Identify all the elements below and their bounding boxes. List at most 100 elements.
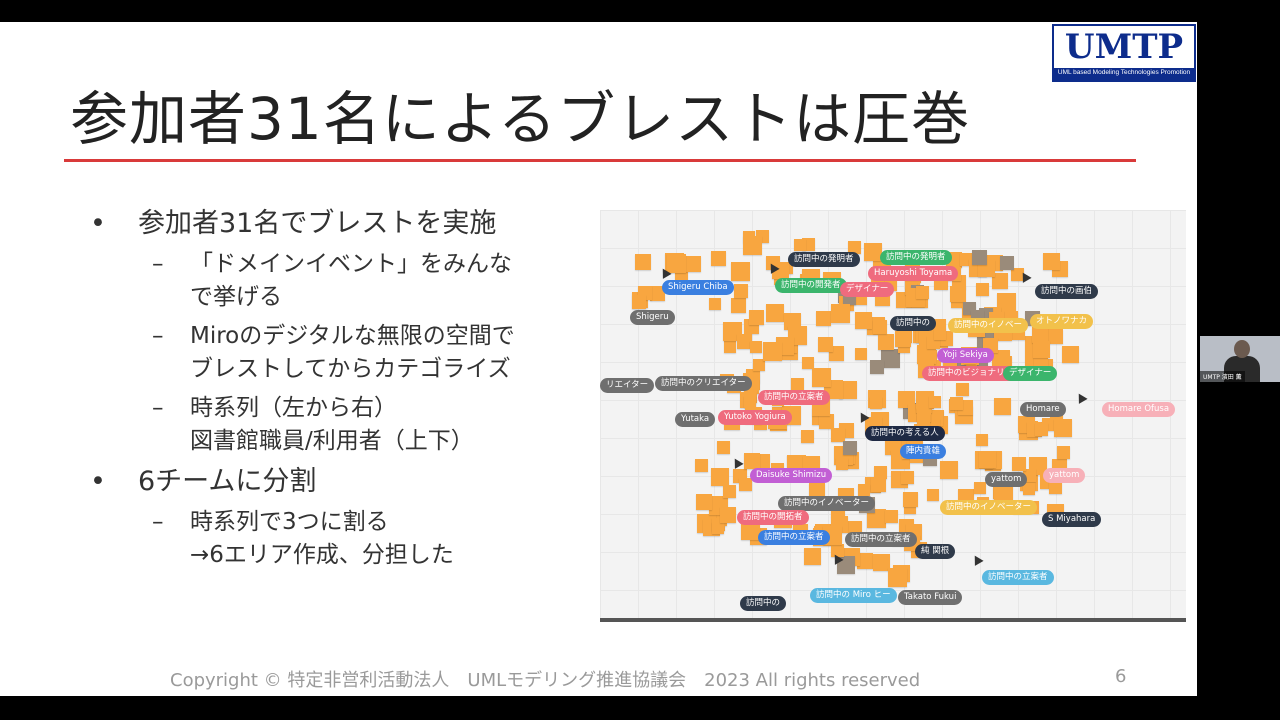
collaborator-label: 訪問中の考える人: [865, 426, 945, 441]
sticky-note: [739, 478, 752, 491]
collaborator-label: Daisuke Shimizu: [750, 468, 833, 483]
sticky-note: [843, 441, 857, 455]
sub-bullet-line: 時系列（左から右）: [190, 395, 397, 421]
sticky-note: [867, 509, 886, 528]
sticky-note: [917, 414, 930, 427]
collaborator-label: 訪問中の開拓者: [737, 510, 809, 525]
sticky-note: [772, 262, 789, 279]
collaborator-label: 訪問中のイノベーター: [940, 500, 1038, 515]
sticky-note: [972, 250, 987, 265]
sticky-note: [855, 312, 872, 329]
sticky-note: [731, 298, 746, 313]
sticky-note: [717, 441, 730, 454]
sticky-note: [1057, 446, 1070, 459]
sticky-note: [848, 241, 861, 254]
collaborator-label: 訪問中の立案者: [758, 530, 830, 545]
sticky-note: [1011, 268, 1024, 281]
collaborator-label: yattom: [985, 472, 1028, 487]
bullet-text: 6チームに分割: [138, 466, 317, 497]
page-number: 6: [1115, 666, 1127, 687]
sub-bullet-item: – Miroのデジタルな無限の空間で ブレストしてからカテゴライズ: [90, 320, 570, 386]
collaborator-label: 訪問中の立案者: [758, 390, 830, 405]
collaborator-label: S Miyahara: [1042, 512, 1102, 527]
sticky-note: [812, 368, 831, 387]
sticky-note: [632, 295, 646, 309]
bullet-item: • 参加者31名でブレストを実施: [90, 206, 570, 242]
collaborator-label: デザイナー: [1003, 366, 1058, 381]
logo-subtitle: UML based Modeling Technologies Promotio…: [1057, 69, 1191, 76]
copyright-footer: Copyright © 特定非営利活動法人 UMLモデリング推進協議会 2023…: [170, 670, 921, 691]
umtp-logo: UMTP UML based Modeling Technologies Pro…: [1052, 24, 1196, 82]
sticky-note: [976, 434, 988, 446]
sticky-note: [743, 236, 762, 255]
sub-bullet-line: 時系列で3つに割る: [190, 509, 389, 535]
collaborator-label: 訪問中の Miro ヒー: [810, 588, 897, 603]
sticky-note: [916, 286, 929, 299]
collaborator-label: デザイナー: [840, 282, 895, 297]
sticky-note: [801, 430, 814, 443]
sub-bullet-line: ブレストしてからカテゴライズ: [190, 356, 511, 382]
sticky-note: [934, 328, 946, 340]
sticky-note: [816, 311, 831, 326]
sticky-note: [992, 273, 1008, 289]
collaborator-label: 訪問中のイノベーター: [778, 496, 876, 511]
sticky-note: [763, 342, 782, 361]
sticky-note: [874, 466, 887, 479]
collaborator-label: 訪問中のビジョナリー: [922, 366, 1020, 381]
sticky-note: [804, 548, 821, 565]
collaborator-label: 訪問中の画伯: [1035, 284, 1099, 299]
sticky-note: [749, 310, 764, 325]
sticky-note: [831, 544, 844, 557]
sub-bullet-line: で挙げる: [190, 284, 282, 310]
sticky-note: [878, 334, 894, 350]
logo-main-text: UMTP: [1054, 26, 1194, 68]
sticky-note: [903, 492, 918, 507]
collaborator-label: 訪問中の発明者: [880, 250, 952, 265]
sticky-note: [870, 360, 884, 374]
sticky-note: [994, 398, 1011, 415]
collaborator-label: 訪問中の: [740, 596, 787, 611]
sticky-note: [818, 337, 833, 352]
sticky-note: [927, 489, 939, 501]
sticky-note: [848, 521, 862, 535]
sticky-note: [917, 345, 936, 364]
collaborator-label: Haruyoshi Toyama: [868, 266, 959, 281]
collaborator-label: 訪問中の発明者: [788, 252, 860, 267]
collaborator-label: Homare Ofusa: [1102, 402, 1176, 417]
slide-title: 参加者31名によるブレストは圧巻: [70, 85, 971, 153]
title-underline: [64, 159, 1136, 162]
collaborator-label: リエイター: [600, 378, 655, 393]
collaborator-label: yattom: [1043, 468, 1086, 483]
sub-bullet-item: – 「ドメインイベント」をみんな で挙げる: [90, 248, 570, 314]
sub-bullet-item: – 時系列（左から右） 図書館職員/利用者（上下）: [90, 392, 570, 458]
collaborator-label: 訪問中の立案者: [845, 532, 917, 547]
sticky-note: [997, 293, 1016, 312]
sticky-note: [1012, 457, 1026, 471]
sub-bullet-line: →6エリア作成、分担した: [190, 542, 454, 568]
sticky-note: [956, 383, 969, 396]
sticky-note: [695, 459, 708, 472]
sticky-note: [1048, 329, 1063, 344]
sticky-note: [720, 507, 736, 523]
dash-icon: –: [152, 509, 164, 535]
sticky-note: [1023, 483, 1035, 495]
bullet-item: • 6チームに分割: [90, 464, 570, 500]
sticky-note: [737, 334, 752, 349]
collaborator-label: 訪問中の開発者: [775, 278, 847, 293]
sticky-note: [667, 254, 686, 273]
sticky-note: [650, 286, 665, 301]
participant-video-thumbnail[interactable]: UMTP 濱田 薫: [1200, 336, 1280, 382]
collaborator-label: 陣内貴雄: [900, 444, 947, 459]
bullet-list: • 参加者31名でブレストを実施 – 「ドメインイベント」をみんな で挙げる –…: [90, 206, 570, 578]
sticky-note: [839, 381, 857, 399]
sub-bullet-line: Miroのデジタルな無限の空間で: [190, 323, 515, 349]
sticky-note: [1032, 327, 1048, 343]
sticky-note: [1035, 423, 1048, 436]
sticky-note: [753, 359, 765, 371]
sticky-note: [750, 341, 762, 353]
sticky-note: [766, 304, 784, 322]
sticky-note: [974, 482, 986, 494]
collaborator-label: Shigeru: [630, 310, 675, 325]
sticky-note: [635, 254, 651, 270]
